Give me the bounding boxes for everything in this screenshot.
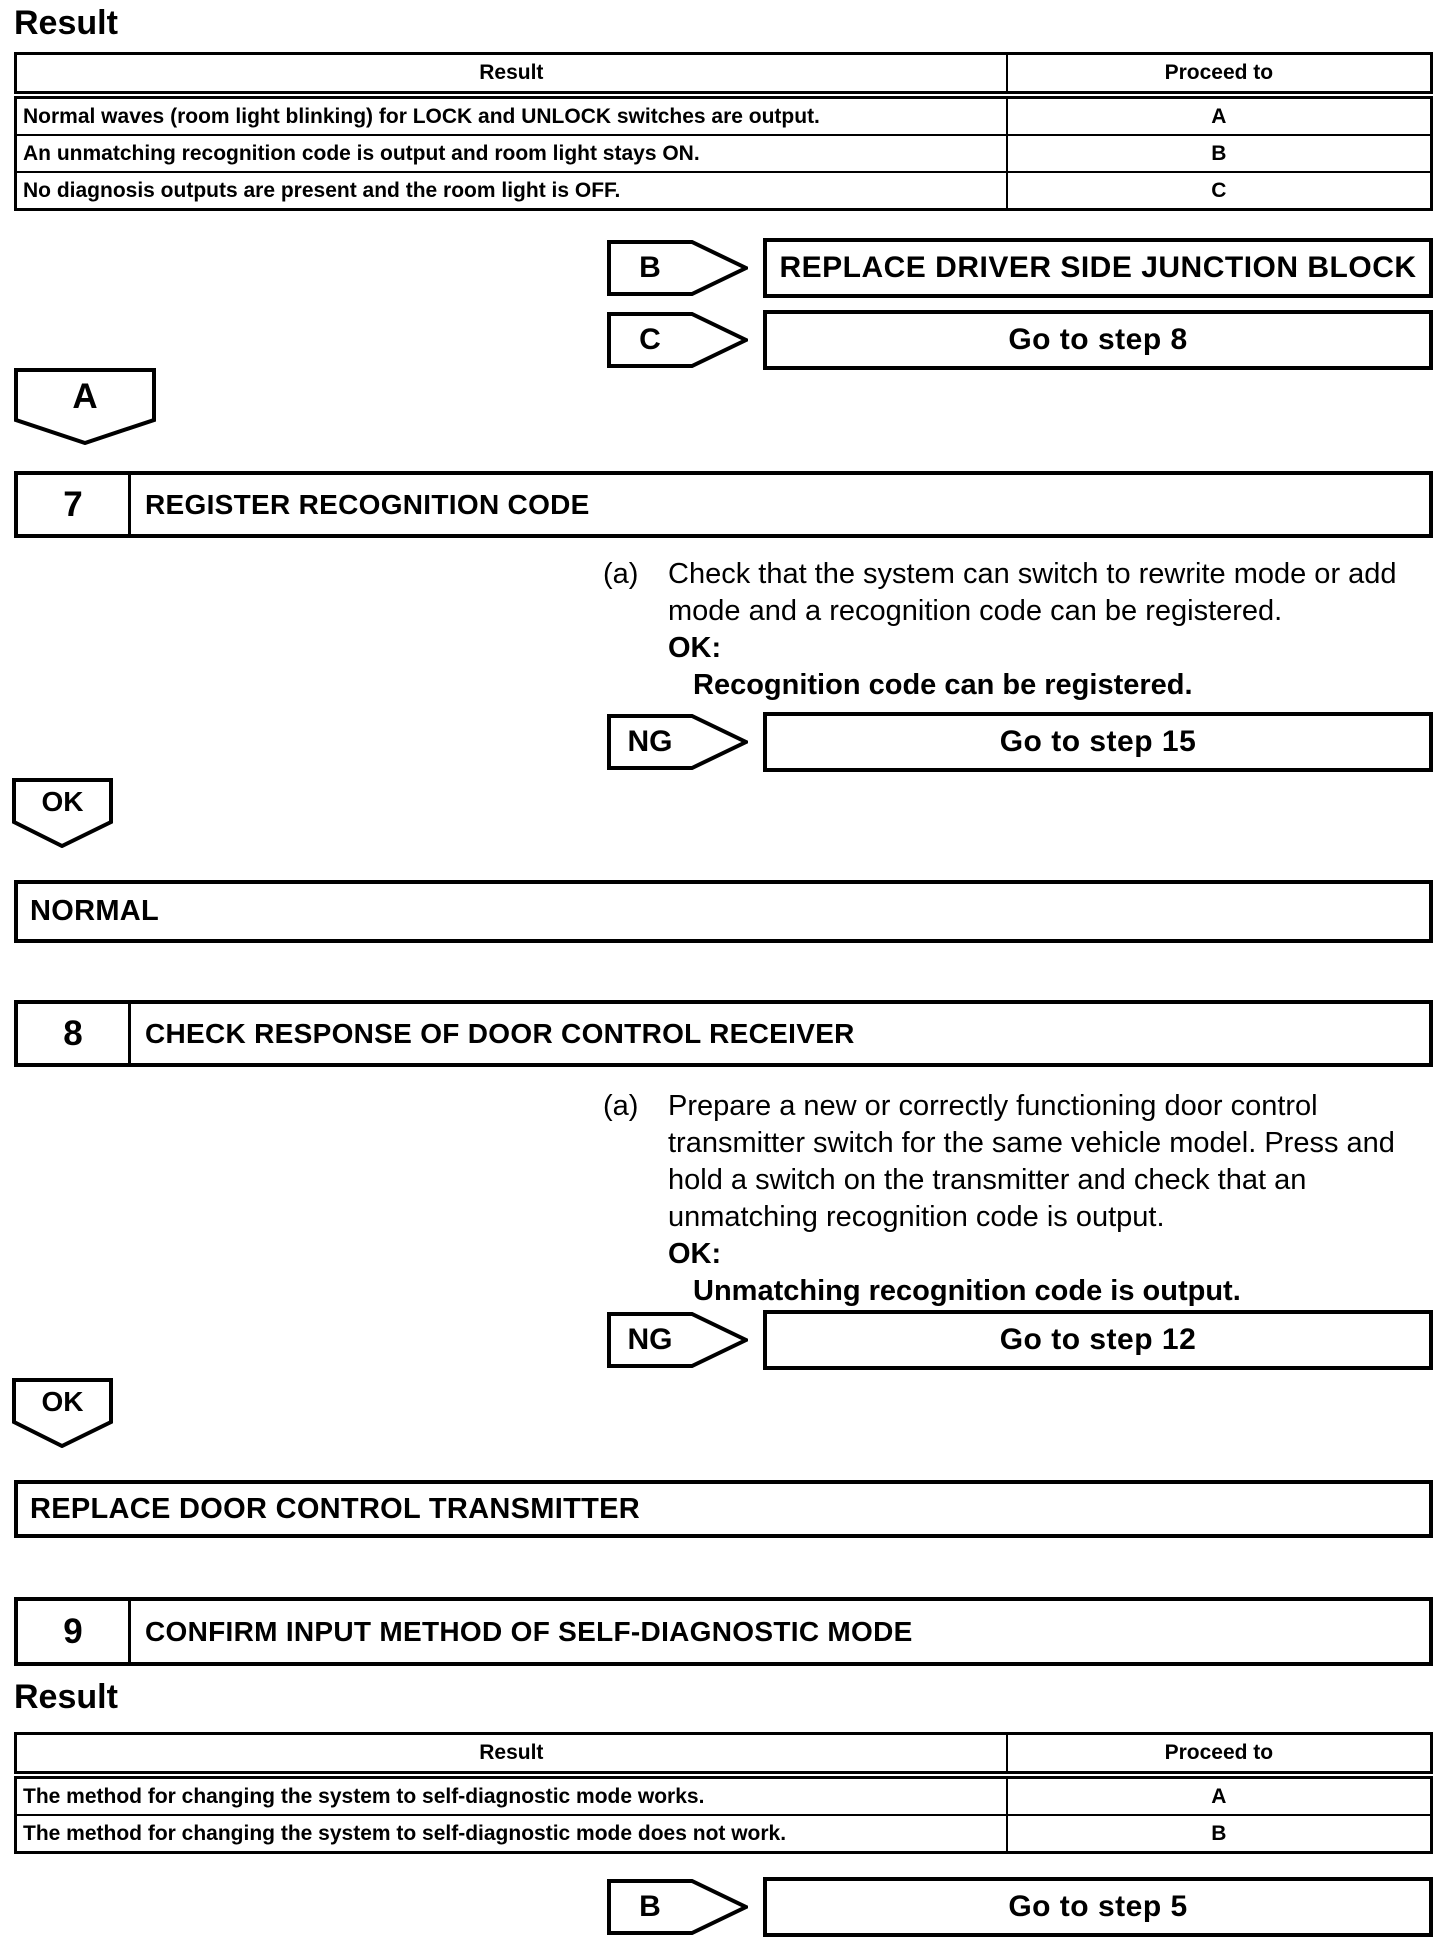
table1-header-proceed: Proceed to [1005,52,1433,99]
list-marker: (a) [603,1090,639,1122]
step-number: 8 [18,1004,131,1063]
connector-label-a: A [72,377,98,416]
right-arrow-icon [607,714,748,770]
ok-label: OK: [668,632,722,664]
connector-label-ok: OK [41,786,84,817]
step-9-header: 9 CONFIRM INPUT METHOD OF SELF-DIAGNOSTI… [14,1597,1433,1666]
table1-header-result: Result [14,52,1008,99]
table2-header-result: Result [14,1732,1008,1779]
list-marker: (a) [603,558,639,590]
step-7-instructions: (a) Check that the system can switch to r… [603,556,1453,704]
connector-label-ng: NG [627,1323,673,1356]
result-box-label: NORMAL [30,895,160,927]
instruction-text: Prepare a new or correctly functioning d… [668,1090,1318,1122]
instruction-line: mode and a recognition code can be regis… [668,595,1283,627]
down-arrow-icon [12,1378,113,1448]
table-header-row: Result Proceed to [14,1732,1433,1779]
action-box-label: REPLACE DRIVER SIDE JUNCTION BLOCK [779,251,1417,284]
connector-label-b: B [639,1890,661,1923]
instruction-line: (a) Check that the system can switch to r… [603,556,1453,593]
connector-label-ok: OK [41,1386,84,1417]
table-cell-proceed: A [1005,94,1433,136]
goto-box-step-15: Go to step 15 [763,712,1433,772]
table2-header-proceed: Proceed to [1005,1732,1433,1779]
step-7-header: 7 REGISTER RECOGNITION CODE [14,471,1433,538]
goto-box-step-8: Go to step 8 [763,310,1433,370]
table-cell-proceed: C [1005,171,1433,211]
connector-row-c1: C Go to step 8 [0,310,1456,370]
right-arrow-icon [607,1879,748,1935]
table-row: The method for changing the system to se… [14,1814,1433,1854]
table-cell-proceed: B [1005,134,1433,173]
goto-box-label: Go to step 8 [1008,323,1188,356]
goto-box-label: Go to step 5 [1008,1890,1188,1923]
table-cell-proceed: A [1005,1774,1433,1816]
result-box-label: REPLACE DOOR CONTROL TRANSMITTER [30,1492,641,1525]
table-row: The method for changing the system to se… [14,1774,1433,1816]
instruction-line: (a) Prepare a new or correctly functionin… [603,1088,1453,1125]
goto-box-label: Go to step 12 [999,1323,1197,1356]
connector-label-ng: NG [627,725,673,758]
result-box-normal: NORMAL [14,880,1433,943]
step-8-header: 8 CHECK RESPONSE OF DOOR CONTROL RECEIVE… [14,1000,1433,1067]
ok-label: OK: [668,1238,722,1270]
connector-row-ng8: NG Go to step 12 [0,1310,1456,1370]
instruction-line: hold a switch on the transmitter and che… [668,1164,1307,1196]
ok-condition: Unmatching recognition code is output. [693,1275,1241,1307]
table-row: Normal waves (room light blinking) for L… [14,94,1433,136]
connector-label-b: B [639,251,661,284]
step-8-instructions: (a) Prepare a new or correctly functionin… [603,1088,1453,1310]
step-title: REGISTER RECOGNITION CODE [145,488,590,520]
down-arrow-icon [12,778,113,848]
right-arrow-icon [607,240,748,296]
result-box-replace-transmitter: REPLACE DOOR CONTROL TRANSMITTER [14,1480,1433,1538]
action-box-replace-junction-block: REPLACE DRIVER SIDE JUNCTION BLOCK [763,238,1433,298]
goto-box-step-12: Go to step 12 [763,1310,1433,1370]
connector-row-b2: B Go to step 5 [0,1877,1456,1937]
table-cell-proceed: B [1005,1814,1433,1854]
connector-label-c: C [639,323,661,356]
table-cell-result: Normal waves (room light blinking) for L… [14,94,1008,136]
right-arrow-icon [607,312,748,368]
result-heading-bottom: Result [14,1678,118,1716]
down-arrow-icon [14,368,156,445]
table-cell-result: An unmatching recognition code is output… [14,134,1008,173]
instruction-text: Check that the system can switch to rewr… [668,558,1397,590]
step-title: CHECK RESPONSE OF DOOR CONTROL RECEIVER [145,1017,855,1049]
step-number: 9 [18,1601,131,1662]
instruction-line: transmitter switch for the same vehicle … [668,1127,1395,1159]
result-table-2: Result Proceed to The method for changin… [14,1732,1433,1854]
ok-condition: Recognition code can be registered. [693,669,1193,701]
goto-box-label: Go to step 15 [999,725,1197,758]
goto-box-step-5: Go to step 5 [763,1877,1433,1937]
table-cell-result: The method for changing the system to se… [14,1814,1008,1854]
table-row: An unmatching recognition code is output… [14,134,1433,173]
result-heading-top: Result [14,4,118,42]
right-arrow-icon [607,1312,748,1368]
result-table-1: Result Proceed to Normal waves (room lig… [14,52,1433,211]
step-title: CONFIRM INPUT METHOD OF SELF-DIAGNOSTIC … [145,1615,913,1647]
connector-row-ng7: NG Go to step 15 [0,712,1456,772]
table-row: No diagnosis outputs are present and the… [14,171,1433,211]
instruction-line: unmatching recognition code is output. [668,1201,1165,1233]
step-number: 7 [18,475,131,534]
table-cell-result: The method for changing the system to se… [14,1774,1008,1816]
table-cell-result: No diagnosis outputs are present and the… [14,171,1008,211]
connector-row-b1: B REPLACE DRIVER SIDE JUNCTION BLOCK [0,238,1456,298]
table-header-row: Result Proceed to [14,52,1433,99]
